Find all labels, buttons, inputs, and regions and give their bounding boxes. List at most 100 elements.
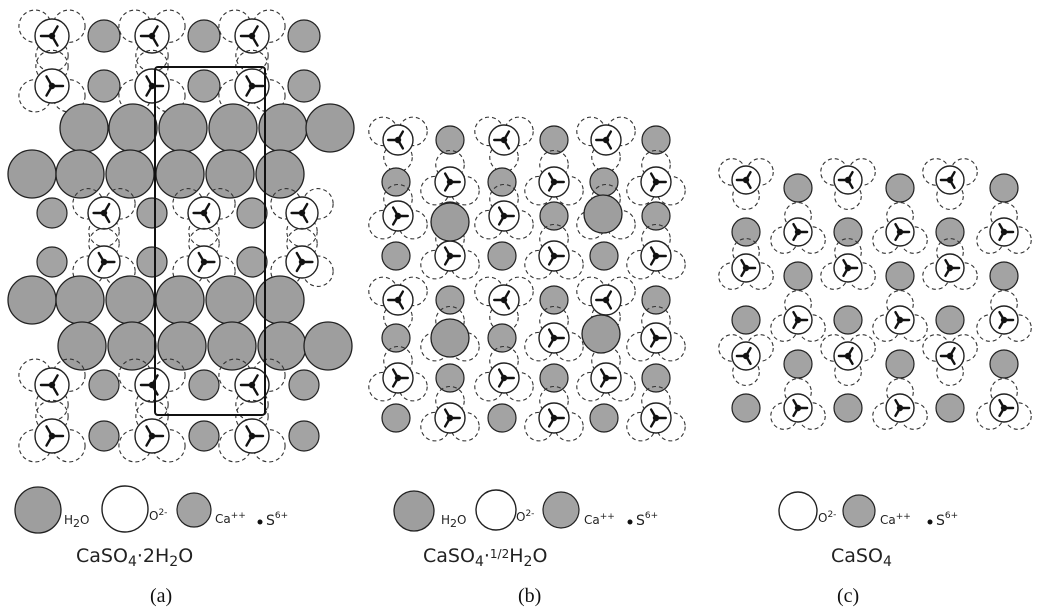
oxygen-halo [135, 387, 169, 422]
oxygen-halo [798, 314, 826, 342]
sulfur-atom [248, 381, 256, 389]
water-molecule [158, 103, 208, 153]
water-molecule [255, 149, 305, 199]
hemihydrate-lattice-panel-b [368, 116, 686, 442]
calcium-atom [381, 167, 411, 197]
sulfate-group [976, 290, 1032, 342]
sulfate-group [922, 238, 978, 290]
sulfur-atom [394, 374, 402, 382]
oxygen-halo [848, 158, 876, 186]
calcium-atom [783, 261, 813, 291]
sulfur-atom [896, 404, 904, 412]
water-molecule [430, 318, 470, 358]
sulfate-group [872, 378, 928, 430]
sulfur-atom [100, 258, 108, 266]
sulfate-group [976, 202, 1032, 254]
sulfate-group [576, 276, 636, 333]
oxygen-halo [950, 158, 978, 186]
legend-sulfur-label: S6+ [266, 511, 288, 529]
oxygen-halo [1004, 402, 1032, 430]
legend-sulfur-label: S6+ [936, 511, 958, 529]
sulfate-group [368, 116, 428, 173]
sulfur-atom [896, 228, 904, 236]
calcium-atom [381, 241, 411, 271]
sulfate-group [270, 188, 334, 248]
sulfate-group [626, 149, 686, 206]
sulfate-group [524, 223, 584, 280]
calcium-atom [641, 201, 671, 231]
sulfur-atom [602, 374, 610, 382]
sulfur-atom [446, 252, 454, 260]
calcium-atom [435, 285, 465, 315]
calcium-atom [88, 369, 120, 401]
calcium-atom [487, 323, 517, 353]
sulfate-group [872, 202, 928, 254]
water-molecule [157, 321, 207, 371]
formula-title-c: CaSO4 [831, 545, 892, 570]
sulfate-group [18, 49, 86, 113]
calcium-atom [589, 403, 619, 433]
sulfur-atom [48, 32, 56, 40]
sulfur-atom [248, 82, 256, 90]
oxygen-halo [886, 378, 914, 406]
calcium-atom [731, 217, 761, 247]
calcium-atom [539, 363, 569, 393]
oxygen-halo [235, 38, 269, 73]
legend-oxygen-label: O2- [149, 508, 167, 523]
sulfur-atom [148, 32, 156, 40]
oxygen-halo [35, 49, 69, 84]
oxygen-halo [104, 188, 136, 220]
oxygen-halo [235, 399, 269, 434]
legend-panel-a: H2O O2- Ca++ S6+ [14, 485, 288, 534]
sulfate-group [172, 227, 236, 287]
calcium-atom [236, 246, 268, 278]
formula-title-b: CaSO4·1/2H2O [423, 545, 547, 570]
oxygen-halo [784, 378, 812, 406]
sulfate-group [820, 158, 876, 210]
sulfate-group [718, 334, 774, 386]
sulfate-group [576, 116, 636, 173]
calcium-atom [87, 19, 121, 53]
legend-sulfur-symbol [257, 519, 263, 525]
legend-calcium-label: Ca++ [215, 511, 246, 526]
caption-a: (a) [150, 585, 172, 607]
sulfur-atom [602, 296, 610, 304]
oxygen-halo [848, 262, 876, 290]
calcium-atom [935, 217, 965, 247]
legend-panel-b: H2O O2- Ca++ S6+ [393, 489, 658, 532]
calcium-atom [87, 69, 121, 103]
sulfur-atom [394, 136, 402, 144]
sulfate-group [576, 345, 636, 402]
sulfate-group [820, 334, 876, 386]
legend-oxygen-symbol [475, 489, 517, 531]
sulfur-atom [946, 264, 954, 272]
sulfate-group [72, 188, 136, 248]
sulfur-atom [446, 414, 454, 422]
sulfate-group [626, 305, 686, 362]
calcium-atom [187, 69, 221, 103]
caption-b: (b) [518, 585, 541, 607]
calcium-atom [136, 197, 168, 229]
legend-sulfur-symbol [927, 519, 933, 525]
sulfate-group [474, 183, 534, 240]
water-molecule [255, 275, 305, 325]
water-molecule [258, 103, 308, 153]
calcium-atom [187, 19, 221, 53]
sulfur-atom [946, 176, 954, 184]
oxygen-halo [900, 402, 928, 430]
water-molecule [205, 149, 255, 199]
oxygen-halo [936, 358, 964, 386]
oxygen-halo [834, 358, 862, 386]
calcium-atom [236, 197, 268, 229]
sulfate-group [872, 290, 928, 342]
sulfur-atom [652, 334, 660, 342]
legend-oxygen-symbol [778, 491, 818, 531]
calcium-atom [989, 349, 1019, 379]
calcium-atom [487, 241, 517, 271]
sulfur-atom [946, 352, 954, 360]
sulfur-atom [100, 209, 108, 217]
sulfur-atom [652, 414, 660, 422]
calcium-atom [989, 261, 1019, 291]
calcium-atom [435, 125, 465, 155]
